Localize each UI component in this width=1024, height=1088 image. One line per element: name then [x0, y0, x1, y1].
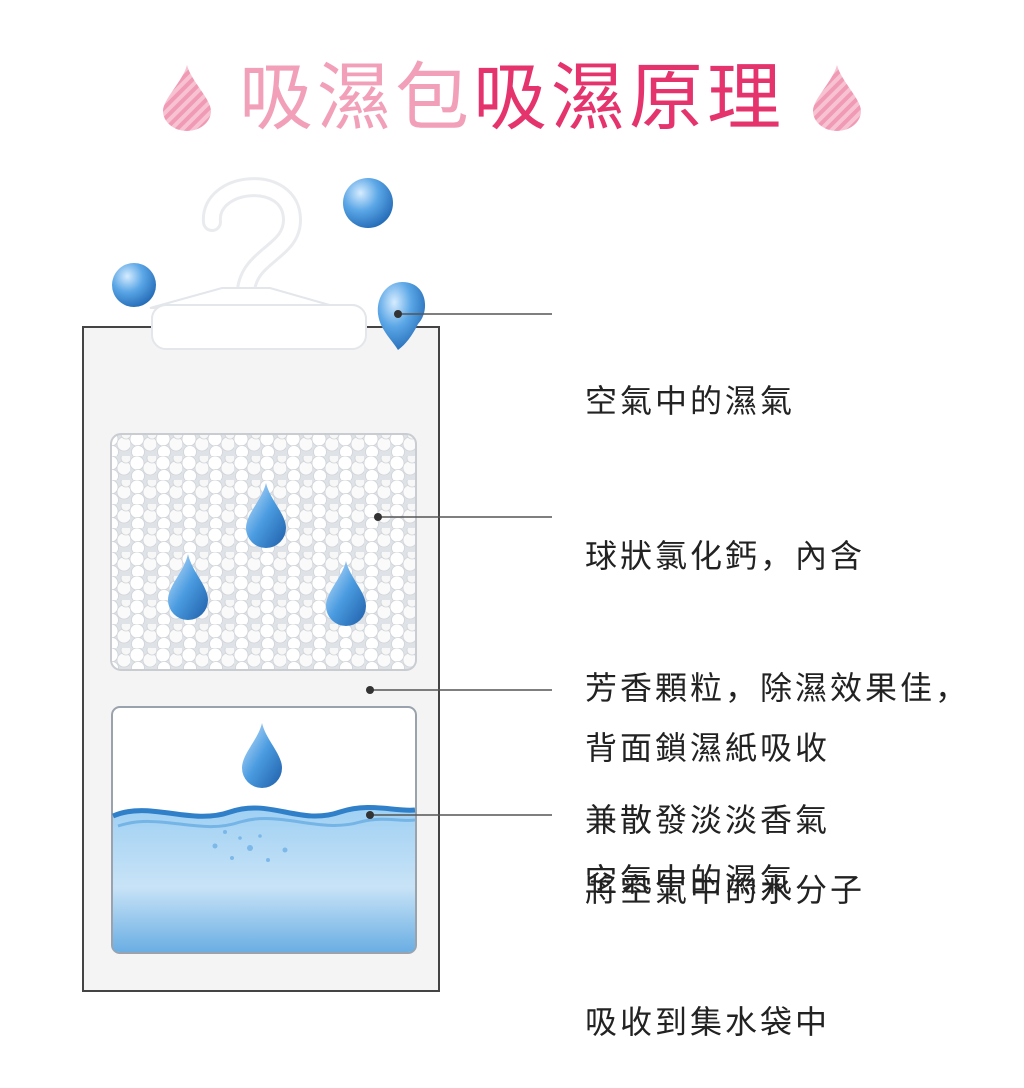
page-title: 吸濕包吸濕原理	[0, 48, 1024, 148]
blue-water-droplet-icon	[168, 554, 208, 620]
blue-water-droplet-icon	[343, 178, 393, 228]
callout-line: 兼散發淡淡香氣	[585, 801, 831, 839]
callout-line: 吸收到集水袋中	[585, 1003, 831, 1041]
pink-striped-drop-icon	[813, 65, 861, 131]
callout-calcium-chloride: 球狀氯化鈣，內含 芳香顆粒，除濕效果佳， 兼散發淡淡香氣	[585, 446, 970, 886]
blue-water-droplet-icon	[326, 561, 366, 626]
callout-collect-water: 將空氣中的水分子 吸收到集水袋中	[585, 780, 865, 1088]
callout-line: 空氣中的濕氣	[585, 861, 796, 899]
air-moisture-droplets	[112, 178, 426, 350]
title-part-product: 吸濕包	[239, 55, 473, 141]
callout-lock-paper: 背面鎖濕紙吸收 空氣中的濕氣	[585, 638, 830, 946]
hanger-bar	[151, 304, 367, 350]
blue-water-droplet-icon	[242, 723, 282, 788]
callout-air-moisture: 空氣中的濕氣	[585, 291, 795, 467]
title-part-principle: 吸濕原理	[473, 55, 785, 141]
callout-line: 空氣中的濕氣	[585, 382, 796, 420]
blue-water-droplet-icon	[112, 263, 156, 307]
moisture-teardrops	[168, 483, 366, 788]
callout-line: 將空氣中的水分子	[585, 871, 866, 909]
leader-lines	[366, 310, 552, 819]
calcium-chloride-window	[110, 433, 417, 671]
callout-line: 芳香顆粒，除濕效果佳，	[585, 669, 971, 707]
blue-water-droplet-icon	[246, 483, 286, 548]
dehumidifier-diagram	[82, 177, 552, 992]
callout-line: 背面鎖濕紙吸收	[585, 729, 831, 767]
callout-line: 球狀氯化鈣，內含	[585, 537, 866, 575]
pink-striped-drop-icon	[163, 65, 211, 131]
water-collection-window	[111, 706, 417, 954]
